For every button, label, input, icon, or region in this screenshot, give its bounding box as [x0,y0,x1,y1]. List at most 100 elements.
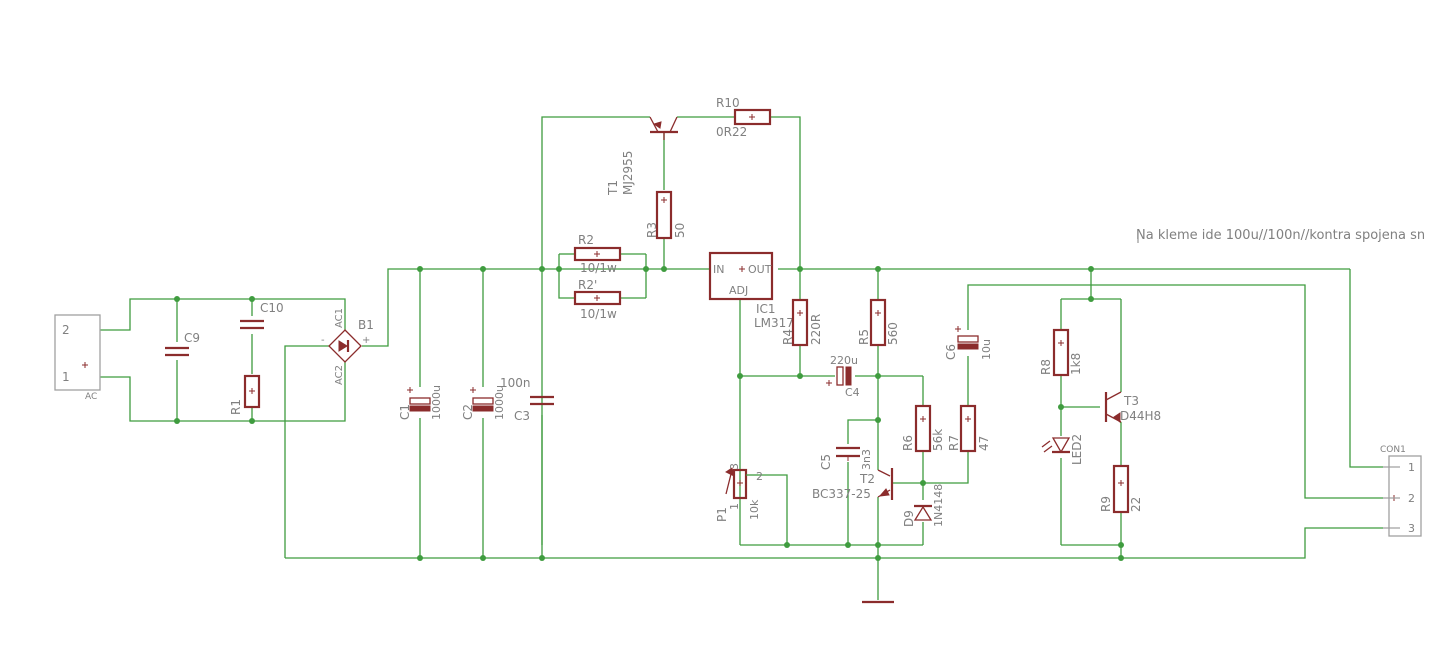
r2p-value: 10/1w [580,307,617,321]
d9-value: 1N4148 [932,484,945,527]
ic1-label: IC1 [756,302,776,316]
capacitor-c9: C9 [165,331,200,357]
r1-label: R1 [229,399,243,415]
t3-label: T3 [1123,394,1139,408]
transistor-t1: T1 MJ2955 [606,116,678,196]
capacitor-c4: 220u C4 [826,354,860,399]
resistor-r7: R7 47 [947,404,991,453]
potentiometer-p1: 2 3 1 P1 10k [715,463,763,522]
resistor-r1: R1 [229,374,261,415]
c5-value: 3n3 [860,449,873,470]
t2-label: T2 [859,472,875,486]
r10-value: 0R22 [716,125,747,139]
c5-label: C5 [819,454,833,470]
r4-value: 220R [809,314,823,345]
r5-value: 560 [886,322,900,345]
capacitor-c6: C6 10u [944,326,993,360]
capacitor-c3: 100n C3 [500,376,554,423]
r5-label: R5 [857,329,871,345]
ac-pin1-label: 1 [62,370,70,384]
r7-value: 47 [977,436,991,451]
resistor-r8: R8 1k8 [1039,328,1083,377]
capacitor-c5: C5 3n3 [819,446,873,470]
p1-pin1-label: 1 [728,503,741,510]
ic1-in-label: IN [713,263,724,276]
r6-label: R6 [901,435,915,451]
c2-value: 1000u [493,385,506,420]
led2-label: LED2 [1070,434,1084,465]
led-led2: LED2 [1041,434,1084,465]
resistor-r5: R5 560 [857,298,900,347]
capacitor-c10: C10 [240,301,284,330]
con1-pin2-label: 2 [1408,492,1415,505]
b1-label: B1 [358,318,374,332]
resistor-r4: R4 220R [781,298,823,347]
resistor-r2-prime: R2' 10/1w [573,278,622,321]
c3-value: 100n [500,376,531,390]
ac-pin2-label: 2 [62,323,70,337]
r2p-label: R2' [578,278,597,292]
c1-value: 1000u [430,385,443,420]
b1-ac2-label: AC2 [334,365,345,385]
annotation-note: Na kleme ide 100u//100n//kontra spojena … [1136,228,1425,243]
r3-label: R3 [645,222,659,238]
con1-pin3-label: 3 [1408,522,1415,535]
c4-label: C4 [845,386,860,399]
junctions [174,266,1124,561]
b1-minus-label: - [321,335,325,346]
r2-label: R2 [578,233,594,247]
r2-value: 10/1w [580,261,617,275]
r9-value: 22 [1129,497,1143,512]
d9-label: D9 [902,510,916,527]
p1-label: P1 [715,507,729,522]
resistor-r2: R2 10/1w [573,233,622,275]
c4-value: 220u [830,354,858,367]
capacitor-c1: C1 1000u [398,385,443,420]
wires [100,116,1383,604]
bridge-rectifier-b1: B1 AC1 AC2 + - [321,308,374,385]
r4-label: R4 [781,329,795,345]
note-text: Na kleme ide 100u//100n//kontra spojena … [1136,228,1425,243]
c9-label: C9 [184,331,200,345]
con1-label: CON1 [1380,445,1406,455]
c6-value: 10u [980,339,993,360]
c6-label: C6 [944,344,958,360]
c1-label: C1 [398,404,412,420]
ic1-value: LM317 [754,316,794,330]
ic1-out-label: OUT [748,263,772,276]
regulator-ic1: IN OUT ADJ IC1 LM317 [708,251,794,330]
connector-con1: CON1 1 2 3 [1380,445,1422,537]
c10-label: C10 [260,301,284,315]
r3-value: 50 [673,223,687,238]
p1-pin2-label: 2 [756,470,763,483]
r10-label: R10 [716,96,740,110]
diode-d9: D9 1N4148 [902,484,945,527]
con1-pin1-label: 1 [1408,461,1415,474]
resistor-r10: R10 0R22 [716,96,772,139]
p1-pin3-label: 3 [728,463,741,470]
ac-label: AC [85,392,97,402]
r9-label: R9 [1099,496,1113,512]
p1-value: 10k [748,499,761,520]
r8-label: R8 [1039,359,1053,375]
t3-value: D44H8 [1120,409,1161,423]
transistor-t3: T3 D44H8 [1104,391,1161,424]
t1-label: T1 [606,180,620,196]
c3-label: C3 [514,409,530,423]
resistor-r6: R6 56k [901,404,945,453]
b1-plus-label: + [362,335,370,346]
b1-ac1-label: AC1 [334,308,345,328]
ac-connector: 2 1 AC [54,314,101,402]
c2-label: C2 [461,404,475,420]
ic1-adj-label: ADJ [729,284,748,297]
r8-value: 1k8 [1069,353,1083,375]
r7-label: R7 [947,435,961,451]
r6-value: 56k [931,429,945,451]
resistor-r9: R9 22 [1099,464,1143,514]
capacitor-c2: C2 1000u [461,385,506,420]
t2-value: BC337-25 [812,487,871,501]
resistor-r3: R3 50 [645,190,687,240]
t1-value: MJ2955 [621,151,635,195]
transistor-t2: T2 BC337-25 [812,468,894,501]
